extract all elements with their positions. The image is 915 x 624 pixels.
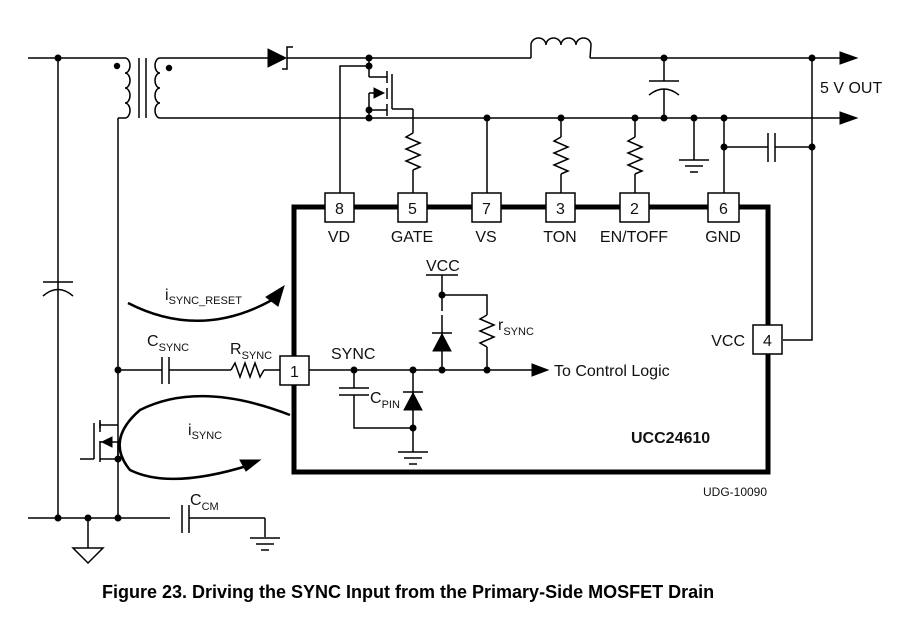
pin-label-vd: VD: [328, 229, 350, 246]
pin-label-vcc: VCC: [711, 333, 745, 350]
pin-7: 7: [471, 192, 502, 223]
pin-5: 5: [397, 192, 428, 223]
output-voltage-label: 5 V OUT: [820, 80, 882, 97]
rsync-internal-wire: [442, 294, 488, 315]
vcc-internal-label: VCC: [426, 258, 460, 275]
junction-dot: [54, 514, 62, 522]
svg-text:6: 6: [719, 201, 728, 218]
pin-4: 4: [752, 324, 783, 355]
ccm-label: CCM: [190, 492, 219, 513]
pin-2: 2: [619, 192, 650, 223]
upper-diode-icon: [432, 275, 452, 370]
ground-icon: [250, 537, 280, 551]
svg-text:5: 5: [408, 201, 417, 218]
ic-name-label: UCC24610: [631, 430, 710, 447]
ccm-capacitor-icon: [181, 505, 266, 537]
rsync-internal-resistor-icon: [478, 314, 496, 348]
figure-caption: Figure 23. Driving the SYNC Input from t…: [102, 582, 714, 602]
pin-label-en-toff: EN/TOFF: [600, 229, 668, 246]
vcc-capacitor-icon: [767, 133, 776, 162]
drawing-id: UDG-10090: [703, 485, 767, 499]
pin-3: 3: [545, 192, 576, 223]
toff-resistor-icon: [626, 136, 644, 175]
csync-capacitor-icon: [161, 357, 170, 384]
pin-6: 6: [707, 192, 740, 223]
ground-icon: [679, 159, 709, 173]
clamp-diode-icon: [403, 370, 423, 452]
rsync-internal-label: rSYNC: [498, 317, 534, 338]
pin-1: 1: [279, 355, 310, 386]
gate-resistor-icon: [404, 132, 422, 171]
rsync-label: RSYNC: [230, 341, 272, 362]
junction-dot: [114, 514, 122, 522]
sync-node-label: SYNC: [331, 346, 375, 363]
cpin-capacitor-icon: [339, 370, 413, 429]
rsync-resistor-icon: [230, 360, 265, 380]
ic-ucc24610: 8 VD 5 GATE 7 VS 3 TON 2 EN/TOFF 6 GND: [279, 192, 783, 475]
vcc-wire: [783, 58, 813, 341]
pin-label-vs: VS: [475, 229, 496, 246]
transformer-icon: [113, 57, 173, 119]
primary-mosfet-icon: [80, 420, 122, 463]
svg-text:8: 8: [335, 201, 344, 218]
output-arrow-icon: [839, 51, 859, 65]
svg-text:2: 2: [630, 201, 639, 218]
cpin-label: CPIN: [370, 390, 400, 411]
vd-wire: [339, 65, 369, 195]
junction-dot: [409, 424, 417, 432]
ground-icon: [398, 451, 428, 465]
csync-label: CSYNC: [147, 333, 189, 354]
svg-text:4: 4: [763, 333, 772, 350]
isync-label: iSYNC: [188, 422, 222, 442]
isync-arrow: [118, 394, 291, 481]
ton-resistor-icon: [552, 136, 570, 175]
primary-side: CCM CSYNC RSYNC iSYNC_RESET iSYNC: [28, 54, 291, 565]
isync-reset-arrow: [127, 298, 273, 323]
arrowhead-icon: [239, 459, 262, 472]
bulk-capacitor-icon: [42, 281, 74, 297]
output-capacitor-icon: [648, 58, 680, 118]
pin-label-gnd: GND: [705, 229, 741, 246]
svg-text:7: 7: [482, 201, 491, 218]
arrowhead-icon: [265, 284, 285, 307]
pin-label-ton: TON: [543, 229, 576, 246]
svg-text:3: 3: [556, 201, 565, 218]
output-arrow-icon: [839, 111, 859, 125]
svg-text:1: 1: [290, 364, 299, 381]
output-inductor-icon: [530, 37, 592, 59]
pin-label-gate: GATE: [391, 229, 433, 246]
to-control-logic-label: To Control Logic: [554, 363, 670, 380]
sync-rectifier-mosfet-icon: [365, 54, 413, 122]
chassis-ground-icon: [71, 547, 105, 565]
arrowhead-icon: [531, 363, 550, 377]
isync-reset-label: iSYNC_RESET: [165, 287, 242, 307]
secondary-side: 5 V OUT: [160, 37, 882, 341]
pin-8: 8: [324, 192, 355, 223]
